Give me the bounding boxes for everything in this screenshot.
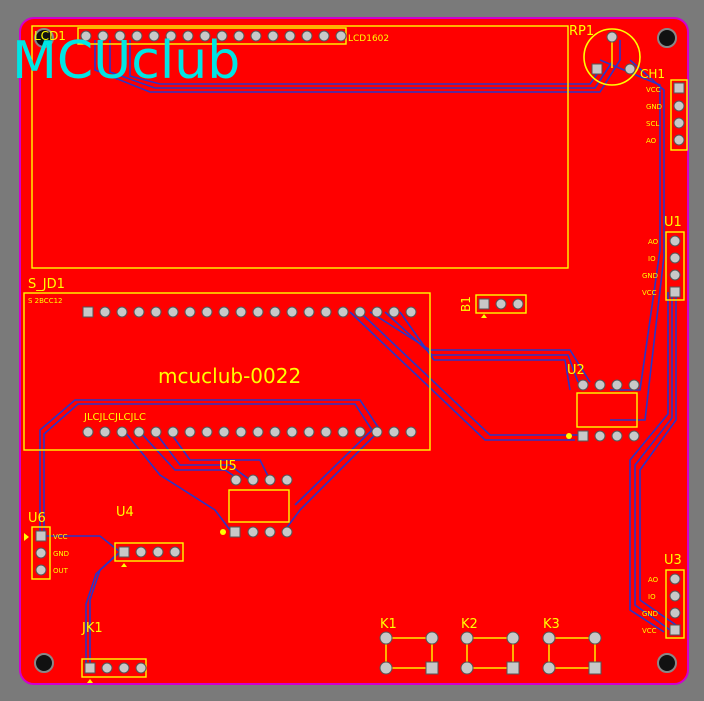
ch1-designator: CH1: [640, 67, 665, 81]
s-jd1-module: S_JD1 S 2BCC12 mcuclub-0022 JLCJLCJLCJLC: [23, 277, 431, 451]
u5-chip: U5: [219, 459, 293, 538]
b1-buzzer: B1: [459, 294, 527, 318]
k1-designator: K1: [380, 617, 397, 632]
jlc-marking: JLCJLCJLCJLC: [83, 412, 146, 423]
mounting-holes: [34, 28, 677, 673]
k1-button: K1: [379, 617, 439, 675]
u6-module: U6 VCC GND OUT: [24, 511, 69, 580]
jk1-relay: JK1: [81, 621, 147, 683]
u1-designator: U1: [664, 215, 682, 230]
u1-pin-io: IO: [648, 255, 656, 263]
u3-pin-io: IO: [648, 593, 656, 601]
ch1-pin-vcc: VCC: [646, 86, 661, 94]
s-jd1-designator: S_JD1: [28, 277, 65, 292]
ch1-connector: CH1 VCC GND SCL AO: [640, 67, 688, 151]
u3-pin-gnd: GND: [642, 610, 658, 618]
u5-designator: U5: [219, 459, 237, 474]
u2-chip: U2: [566, 363, 640, 442]
k2-button: K2: [460, 617, 520, 675]
u6-pin-out: OUT: [53, 567, 69, 575]
board-name-label: mcuclub-0022: [158, 364, 301, 388]
u6-designator: U6: [28, 511, 46, 526]
u1-pin-ao: AO: [648, 238, 659, 246]
u3-module: U3 AO IO GND VCC: [642, 553, 685, 639]
k3-designator: K3: [543, 617, 560, 632]
lcd1-model: LCD1602: [348, 34, 389, 44]
ch1-pin-ao: AO: [646, 137, 657, 145]
lcd1-designator: LCD1: [34, 29, 66, 43]
u3-designator: U3: [664, 553, 682, 568]
s-jd1-top-pins: [82, 306, 417, 318]
copper-traces: [39, 40, 677, 668]
lcd1-pin-header: [77, 27, 347, 45]
k2-designator: K2: [461, 617, 478, 632]
board-outline: [19, 17, 689, 685]
u1-pin-gnd: GND: [642, 272, 658, 280]
mcuclub-logo: MCUclub: [12, 31, 240, 91]
ch1-pin-scl: SCL: [646, 120, 659, 128]
k3-button: K3: [542, 617, 602, 675]
u2-designator: U2: [567, 363, 585, 378]
u6-pin-vcc: VCC: [53, 533, 68, 541]
jk1-designator: JK1: [81, 621, 103, 636]
u4-designator: U4: [116, 505, 134, 520]
b1-designator: B1: [459, 296, 473, 312]
u3-pin-vcc: VCC: [642, 627, 657, 635]
u1-pin-vcc: VCC: [642, 289, 657, 297]
s-jd1-bottom-pins: [82, 426, 417, 438]
u6-pin-gnd: GND: [53, 550, 69, 558]
u4-module: U4: [114, 505, 184, 567]
s-jd1-model: S 2BCC12: [28, 297, 62, 305]
rp1-potentiometer: RP1: [569, 24, 641, 86]
lcd1-component: LCD1 LCD1602: [31, 25, 569, 269]
u1-module: U1 AO IO GND VCC: [642, 215, 685, 301]
rp1-designator: RP1: [569, 24, 594, 39]
ch1-pin-gnd: GND: [646, 103, 662, 111]
u3-pin-ao: AO: [648, 576, 659, 584]
